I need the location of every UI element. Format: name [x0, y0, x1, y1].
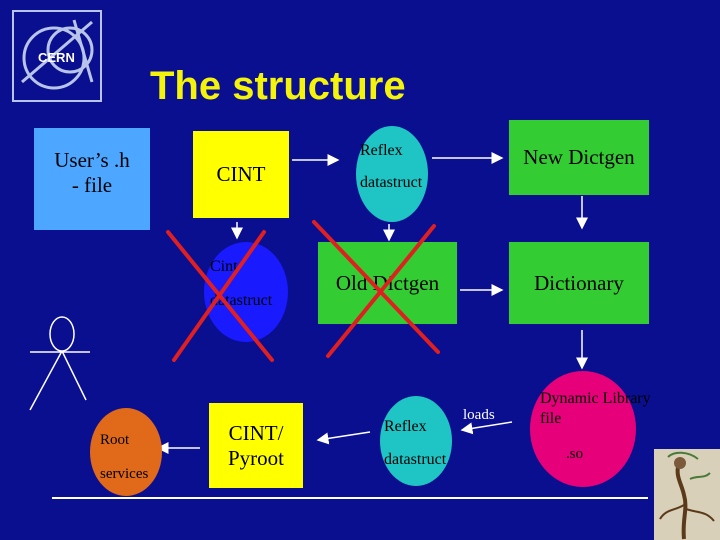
- cint-pyroot-label-1: CINT/: [228, 420, 284, 445]
- dynamic-library-label-2: file: [540, 410, 562, 427]
- decorative-figure-image: [654, 449, 720, 540]
- cint-datastruct-label-1: Cint: [210, 258, 238, 275]
- tree-figure-icon: [659, 451, 715, 540]
- root-services-label-1: Root: [100, 432, 130, 448]
- old-dictgen-box: Old Dictgen: [318, 242, 457, 324]
- new-dictgen-box: New Dictgen: [509, 120, 649, 195]
- users-h-file-box: User’s .h - file: [34, 128, 150, 230]
- arrow-library-to-reflex: [460, 421, 513, 435]
- root-services-ellipse: [90, 408, 162, 496]
- cern-logo-text: CERN: [38, 50, 75, 65]
- cint-box: CINT: [193, 131, 289, 218]
- cint-datastruct-label-2: datastruct: [210, 292, 273, 309]
- cint-pyroot-label-2: Pyroot: [227, 445, 284, 470]
- dynamic-library-label-1: Dynamic Library: [540, 390, 651, 407]
- loads-label: loads: [463, 407, 495, 423]
- users-h-file-label-2: - file: [71, 173, 113, 197]
- old-dictgen-label: Old Dictgen: [335, 270, 440, 295]
- dictionary-box: Dictionary: [509, 242, 649, 324]
- root-services-label-2: services: [100, 466, 149, 482]
- dynamic-library-ellipse: [530, 371, 636, 487]
- cint-pyroot-box: CINT/ Pyroot: [209, 403, 303, 488]
- reflex-top-label: Reflex: [360, 142, 403, 159]
- reflex-bottom-label: Reflex: [384, 418, 427, 435]
- new-dictgen-label: New Dictgen: [523, 145, 635, 169]
- reflex-datastruct-top-ellipse: [356, 126, 428, 222]
- reflex-datastruct-bottom-ellipse: [380, 396, 452, 486]
- dictionary-label: Dictionary: [534, 270, 624, 295]
- arrow-reflex-to-cint-pyroot: [316, 431, 371, 445]
- stick-figure-icon: [29, 316, 90, 411]
- users-h-file-label-1: User’s .h: [54, 148, 130, 172]
- reflex-top-datastruct-label: datastruct: [360, 174, 423, 191]
- dynamic-library-label-3: .so: [566, 446, 584, 462]
- cern-logo-icon: CERN: [21, 19, 94, 90]
- cern-logo: CERN: [12, 10, 102, 102]
- cint-label: CINT: [216, 162, 266, 186]
- reflex-bottom-datastruct-label: datastruct: [384, 451, 447, 468]
- page-title: The structure: [150, 64, 406, 108]
